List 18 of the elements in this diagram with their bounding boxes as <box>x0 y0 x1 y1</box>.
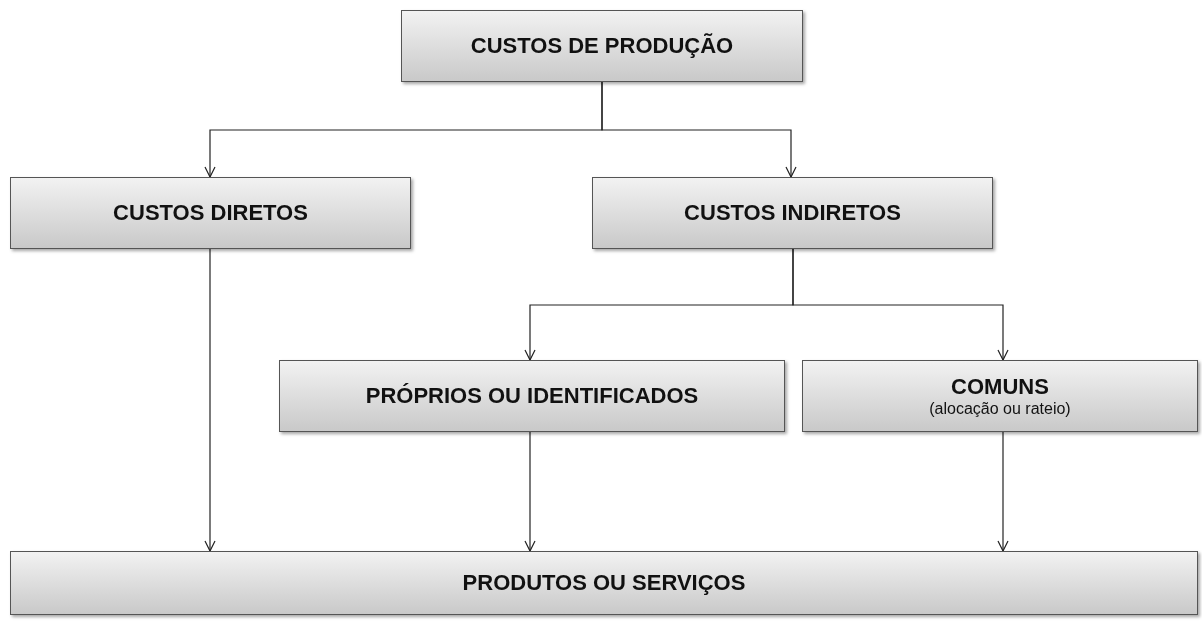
box-note: (alocação ou rateio) <box>929 400 1071 418</box>
box-title: CUSTOS DIRETOS <box>113 200 308 226</box>
box-title: CUSTOS INDIRETOS <box>684 200 901 226</box>
process-box <box>10 177 411 249</box>
process-box <box>802 360 1198 432</box>
arrow <box>601 81 797 178</box>
box-title: PRÓPRIOS OU IDENTIFICADOS <box>365 383 699 409</box>
process-box <box>592 177 993 249</box>
box-title: COMUNS <box>951 374 1049 400</box>
box-title: PRODUTOS OU SERVIÇOS <box>462 570 746 596</box>
arrow <box>524 431 536 552</box>
process-box <box>279 360 785 432</box>
arrow <box>997 431 1009 552</box>
process-box <box>401 10 803 82</box>
process-box <box>10 551 1198 615</box>
arrow <box>204 248 216 552</box>
arrow <box>792 248 1009 361</box>
box-title: CUSTOS DE PRODUÇÃO <box>470 33 734 59</box>
